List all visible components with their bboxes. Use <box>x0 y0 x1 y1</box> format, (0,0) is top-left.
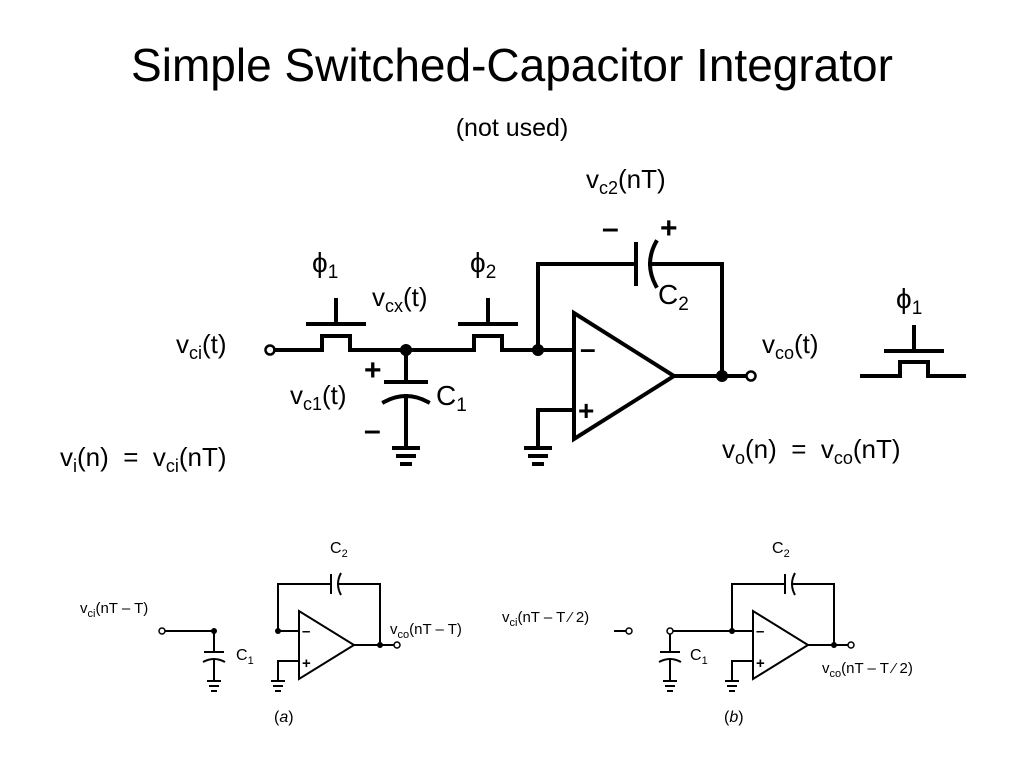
label-c2-minus: – <box>602 212 619 245</box>
b-opamp-minus: – <box>756 623 764 640</box>
ground-symbol-opamp <box>524 446 552 466</box>
b-feedback-left <box>731 583 784 631</box>
main-circuit: vc2(nT) – + C2 ϕ1 ϕ2 vcx(t) vci(t) + vc1… <box>60 164 966 476</box>
label-a-output: vco(nT – T) <box>390 621 462 641</box>
b-opamp-plus: + <box>756 655 765 672</box>
caption-a: (a) <box>274 709 294 726</box>
label-phi1-switch-symbol: ϕ1 <box>896 283 922 319</box>
label-phi2: ϕ2 <box>470 247 496 283</box>
b-input-terminal <box>625 627 633 635</box>
label-b-c2: C2 <box>772 540 790 560</box>
switch-symbol-channel <box>860 360 966 378</box>
a-opamp-plus: + <box>302 655 311 672</box>
label-vcx: vcx(t) <box>372 282 428 316</box>
label-a-c1: C1 <box>236 647 254 667</box>
opamp-minus-sign: – <box>580 333 596 364</box>
equation-vo: vo(n) = vco(nT) <box>722 434 901 468</box>
feedback-wire-left <box>536 262 636 352</box>
b-output-terminal <box>847 641 855 649</box>
label-c2-plus: + <box>660 212 678 245</box>
label-vc2: vc2(nT) <box>586 164 666 198</box>
label-c2: C2 <box>658 279 689 315</box>
equation-vi: vi(n) = vci(nT) <box>60 442 227 476</box>
opamp <box>572 309 678 443</box>
a-output-terminal <box>393 641 401 649</box>
label-vc1: vc1(t) <box>290 380 347 414</box>
b-noninverting-wire <box>731 660 753 680</box>
subcircuit-a: vci(nT – T) C1 – + C2 vco(n <box>80 540 462 726</box>
a-feedback-right <box>338 583 381 645</box>
opamp-noninverting-input <box>536 408 574 448</box>
b-c1-open-terminal <box>666 627 674 635</box>
b-feedback-right <box>792 583 835 645</box>
label-a-input: vci(nT – T) <box>80 600 148 620</box>
b-ground-c1 <box>663 680 677 692</box>
opamp-plus-sign: + <box>578 395 594 426</box>
a-input-terminal <box>158 627 166 635</box>
b-opamp <box>752 609 810 681</box>
subcircuit-b: vci(nT – T ⁄ 2) C1 – + C2 <box>502 540 913 726</box>
label-vco: vco(t) <box>762 329 819 363</box>
b-node-output <box>831 642 837 648</box>
label-b-output: vco(nT – T ⁄ 2) <box>822 660 913 680</box>
ground-symbol-c1 <box>392 446 420 466</box>
a-feedback-left <box>277 583 330 631</box>
label-c1-minus: – <box>364 414 381 447</box>
slide-title: Simple Switched-Capacitor Integrator <box>131 39 893 91</box>
label-phi1: ϕ1 <box>312 247 338 283</box>
a-node-output <box>377 642 383 648</box>
a-ground-opamp <box>271 680 285 692</box>
caption-b: (b) <box>724 709 744 726</box>
slide-subtitle: (not used) <box>455 114 569 142</box>
a-noninverting-wire <box>277 660 299 680</box>
label-c1-plus: + <box>364 354 382 387</box>
output-terminal <box>745 370 757 382</box>
a-opamp-minus: – <box>302 623 310 640</box>
label-vci: vci(t) <box>176 329 227 363</box>
label-a-c2: C2 <box>330 540 348 560</box>
label-b-input: vci(nT – T ⁄ 2) <box>502 609 589 629</box>
label-b-c1: C1 <box>690 647 708 667</box>
b-ground-opamp <box>725 680 739 692</box>
a-opamp <box>298 609 356 681</box>
label-c1: C1 <box>436 380 467 416</box>
feedback-wire-right <box>648 262 724 378</box>
a-ground-c1 <box>207 680 221 692</box>
